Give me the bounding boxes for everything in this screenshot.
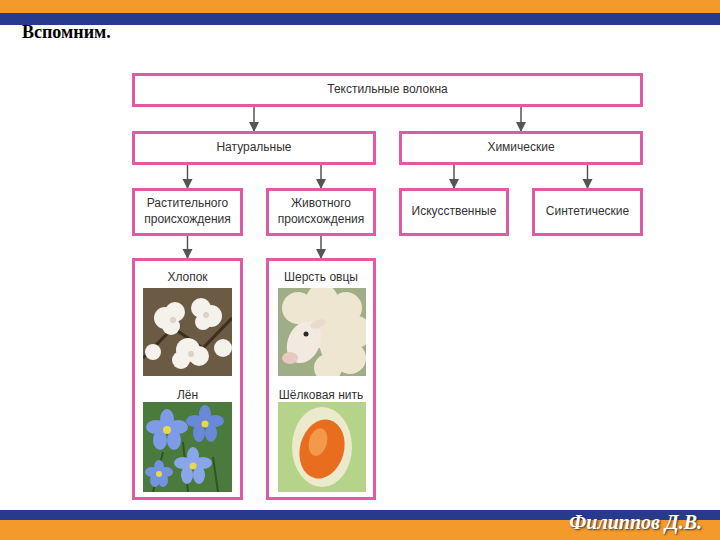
fiber-name: Шёлковая нить (269, 388, 373, 404)
flax-flower (145, 405, 224, 487)
class-box: Синтетические (532, 188, 643, 236)
arrow-connector (187, 165, 189, 188)
box-label: Натуральные (216, 140, 291, 156)
box-label: Текстильные волокна (327, 82, 447, 98)
slide-title: Вспомним. (22, 22, 111, 43)
class-box: Животного происхождения (266, 188, 376, 236)
fiber-name: Лён (135, 388, 240, 404)
fiber-name: Шерсть овцы (269, 270, 373, 286)
fiber-name: Хлопок (135, 270, 240, 286)
class-box: Химические (399, 131, 643, 165)
class-box: Растительного происхождения (132, 188, 243, 236)
box-label: Животного происхождения (275, 196, 367, 227)
sheep-face (280, 315, 328, 368)
cotton-bolls (145, 298, 232, 369)
arrow-connector (253, 107, 255, 131)
cocoon-shell (292, 407, 352, 487)
arrow-connector (453, 165, 455, 188)
class-box: Натуральные (132, 131, 376, 165)
category-box: ХлопокЛён (132, 258, 243, 500)
arrow-connector (520, 107, 522, 131)
top-orange-bar (0, 0, 720, 13)
cotton-photo (143, 288, 232, 376)
box-label: Растительного происхождения (141, 196, 234, 227)
box-label: Искусственные (412, 204, 497, 220)
flax-photo (143, 402, 232, 492)
arrow-connector (320, 165, 322, 188)
silk-cocoon-photo (278, 402, 366, 492)
arrow-connector (320, 236, 322, 258)
class-box: Искусственные (399, 188, 509, 236)
sheep-photo (278, 288, 366, 376)
box-label: Химические (487, 140, 554, 156)
arrow-connector (587, 165, 589, 188)
cocoon-pupa (293, 414, 351, 483)
arrow-connector (187, 236, 189, 258)
box-label: Синтетические (546, 204, 629, 220)
category-box: Шерсть овцыШёлковая нить (266, 258, 376, 500)
author-watermark: Филиппов Д.В. (569, 511, 702, 534)
class-box: Текстильные волокна (132, 73, 643, 107)
